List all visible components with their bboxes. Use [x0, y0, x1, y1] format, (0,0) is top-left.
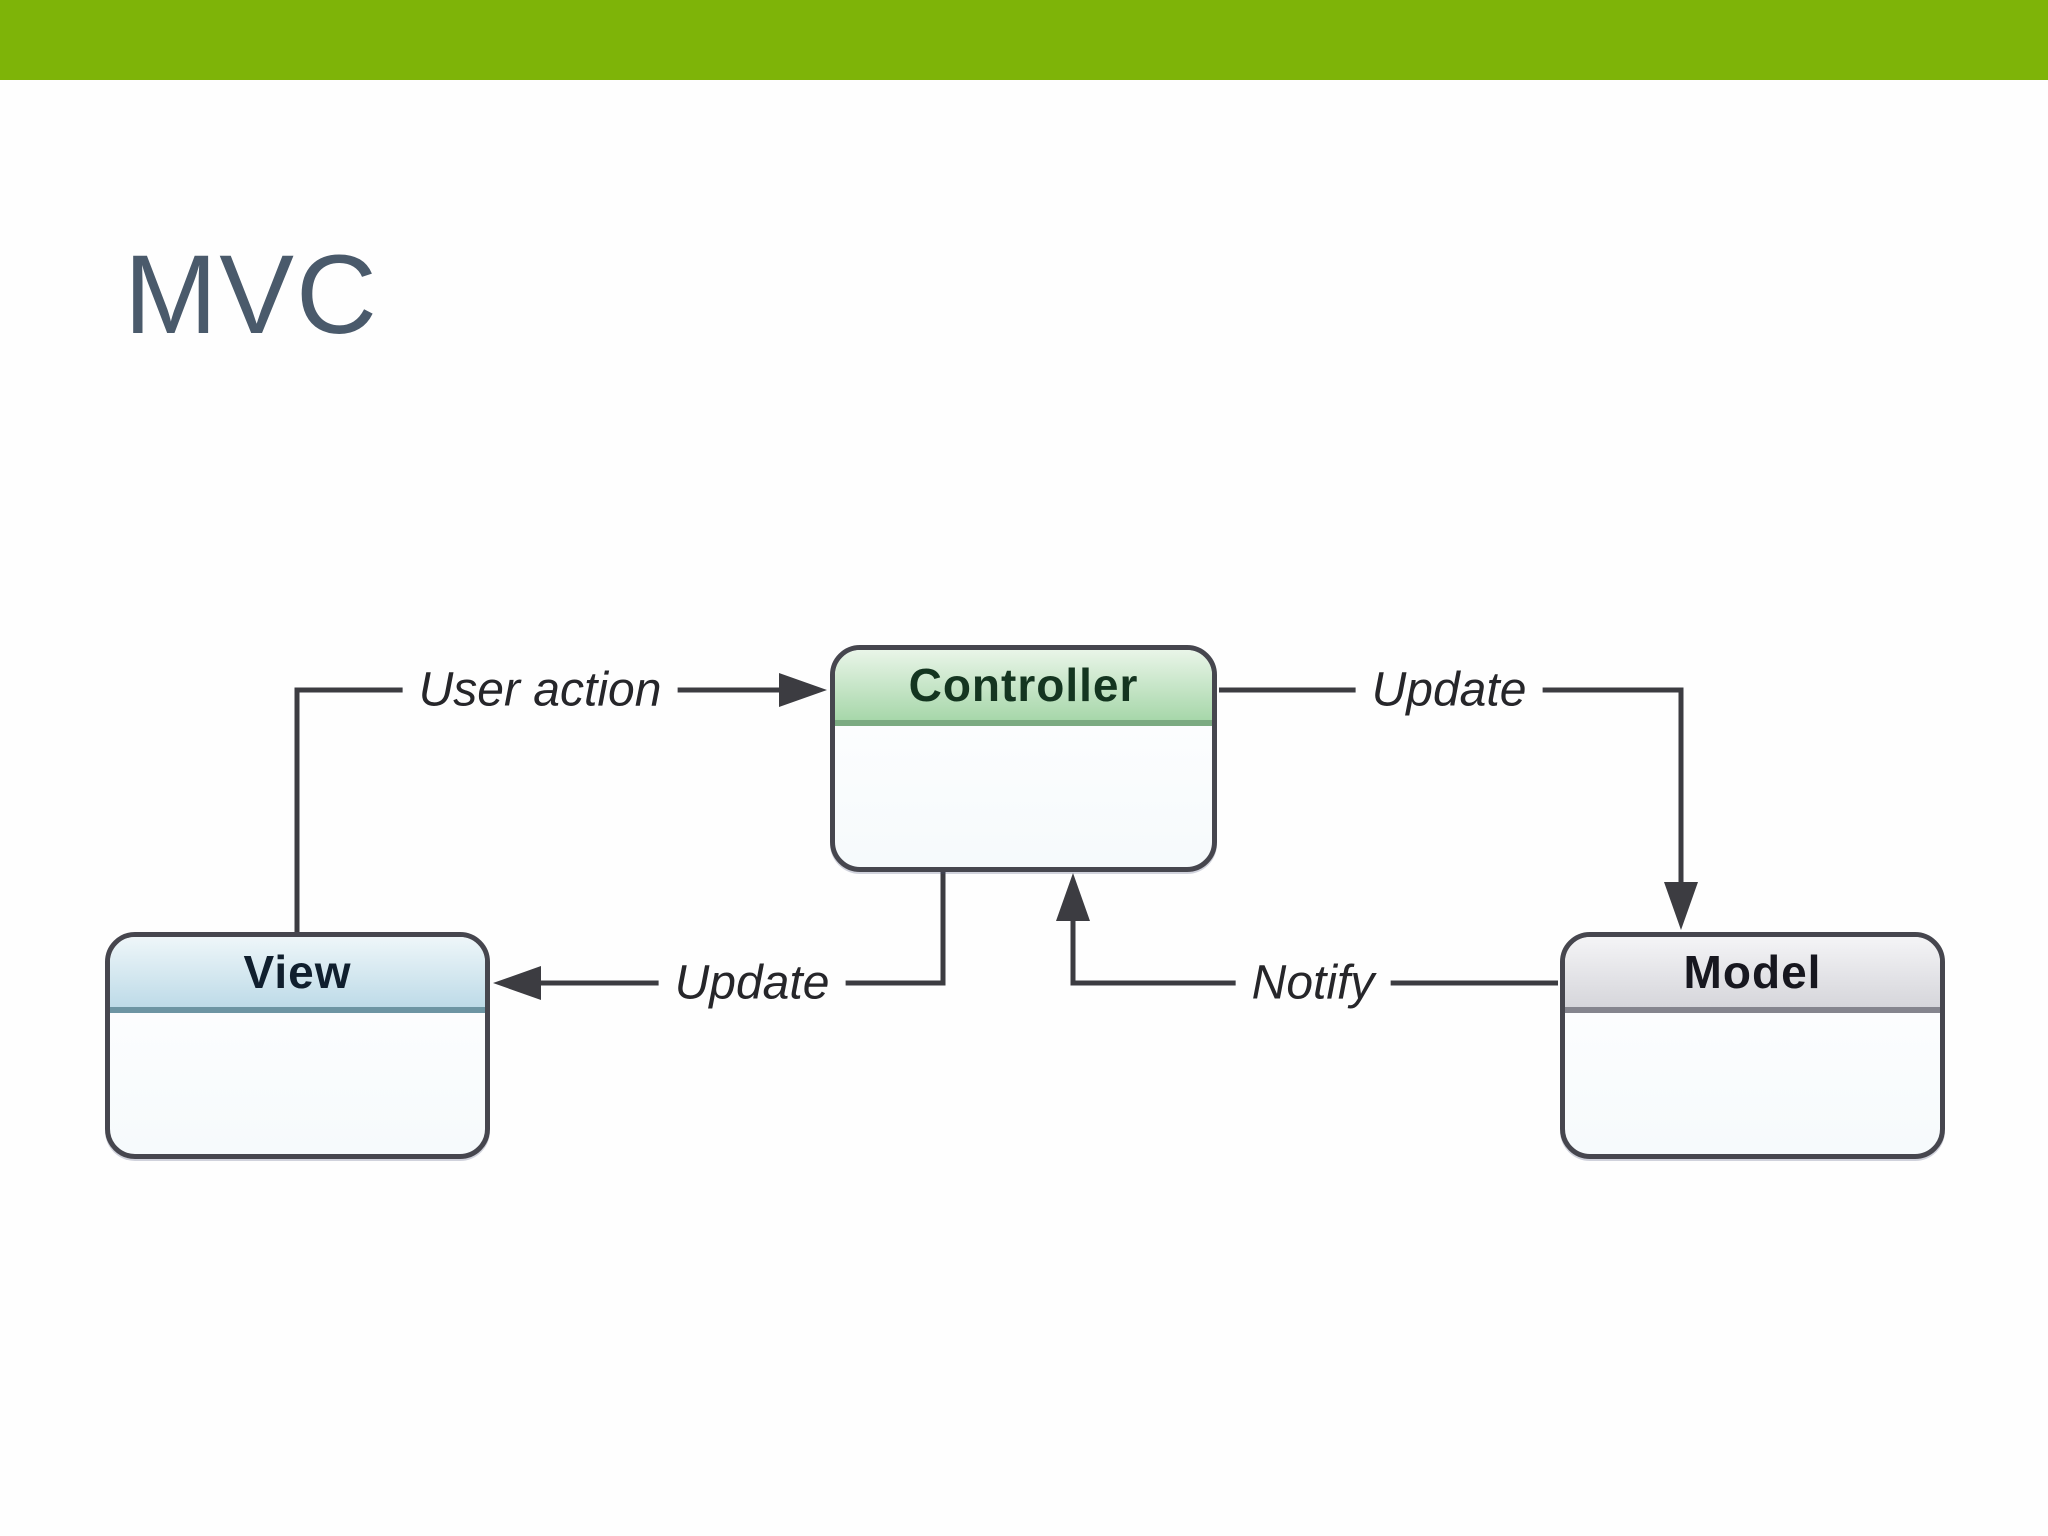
node-model-label: Model: [1683, 946, 1822, 998]
node-model-body: [1565, 1013, 1940, 1154]
edge-user-action-line: [294, 687, 779, 932]
edge-notify-line: [1070, 921, 1558, 986]
node-model: Model: [1560, 932, 1945, 1159]
node-controller-header: Controller: [835, 650, 1212, 726]
edge-update-view-arrowhead: [493, 966, 541, 1000]
node-controller-label: Controller: [908, 659, 1139, 711]
node-model-header: Model: [1565, 937, 1940, 1013]
edge-label-notify: Notify: [1235, 953, 1391, 1013]
node-view-body: [110, 1013, 485, 1154]
edge-user-action-arrowhead: [779, 673, 827, 707]
accent-bar: [0, 0, 2048, 80]
edge-update-model-arrowhead: [1664, 882, 1698, 930]
node-controller-body: [835, 726, 1212, 867]
edge-label-user-action: User action: [402, 660, 678, 720]
edge-label-update-view: Update: [658, 953, 846, 1013]
edge-label-update-model: Update: [1355, 660, 1543, 720]
node-view: View: [105, 932, 490, 1159]
node-controller: Controller: [830, 645, 1217, 872]
edge-notify-arrowhead: [1056, 873, 1090, 921]
page-title: MVC: [124, 232, 379, 358]
node-view-header: View: [110, 937, 485, 1013]
node-view-label: View: [243, 946, 352, 998]
